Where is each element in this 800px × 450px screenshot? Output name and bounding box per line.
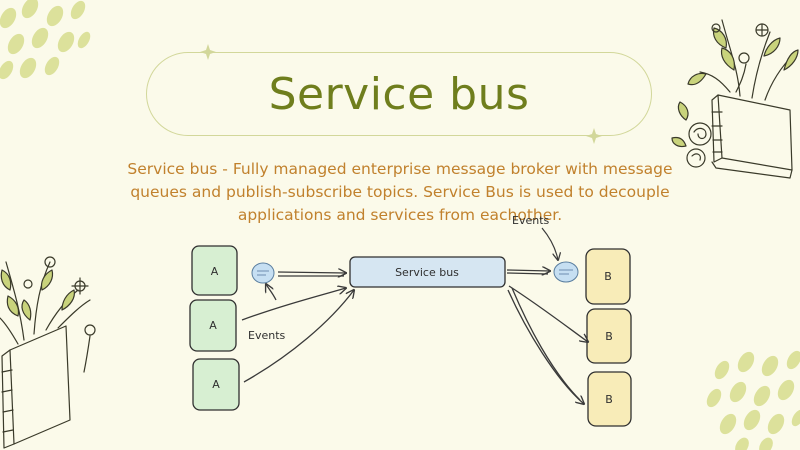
publisher-node: A <box>191 245 238 296</box>
arrow <box>506 272 549 275</box>
arrow <box>506 270 550 271</box>
arrow <box>243 290 354 383</box>
page-title: Service bus <box>268 68 530 120</box>
plant-book-illustration-top-right <box>671 19 799 179</box>
event-bubble-icon <box>251 262 275 284</box>
subscriber-node: B <box>585 248 631 305</box>
arrow <box>511 287 581 401</box>
publisher-node: A <box>192 358 240 411</box>
publisher-label: A <box>211 265 219 278</box>
title-pill: Service bus <box>146 52 652 136</box>
subscriber-label: B <box>604 270 612 283</box>
publisher-label: A <box>212 378 220 391</box>
subscriber-label: B <box>605 330 613 343</box>
arrow <box>266 284 277 301</box>
plant-book-illustration-bottom-left <box>0 256 96 449</box>
arrow <box>508 285 588 342</box>
publisher-node: A <box>189 299 237 352</box>
leaf-pattern-bottom-right <box>706 350 800 450</box>
service-bus-label: Service bus <box>395 266 459 279</box>
arrow <box>507 289 584 404</box>
publisher-label: A <box>209 319 217 332</box>
subscriber-label: B <box>605 393 613 406</box>
arrows <box>241 270 588 404</box>
arrow <box>241 288 346 321</box>
subscriber-node: B <box>586 308 632 364</box>
events-label: Events <box>248 329 286 342</box>
slide-description: Service bus - Fully managed enterprise m… <box>127 160 673 224</box>
events-label: Events <box>512 214 550 227</box>
arrow <box>277 272 346 273</box>
arrow <box>541 227 558 260</box>
subscriber-node: B <box>587 371 632 427</box>
leaf-pattern-top-left <box>0 0 91 80</box>
event-bubble-icon <box>553 261 579 283</box>
service-bus-node: Service bus <box>349 256 506 288</box>
